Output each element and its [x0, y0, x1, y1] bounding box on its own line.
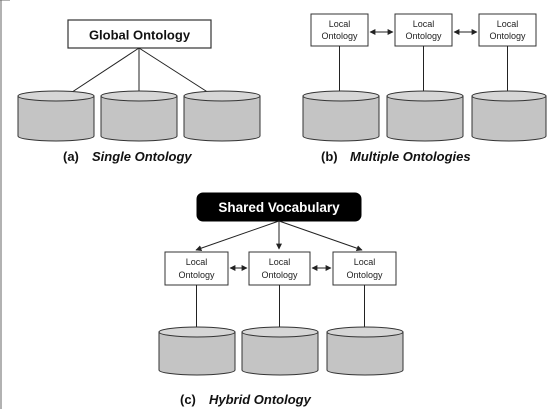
local-ontology-b3: [478, 13, 537, 47]
local-ontology-c1-line1: Local: [186, 257, 208, 267]
database-c1: [158, 326, 236, 376]
local-ontology-b2: [394, 13, 453, 47]
local-ontology-b1-line2: Ontology: [321, 31, 358, 41]
caption-c-title: Hybrid Ontology: [209, 392, 312, 407]
arrow-shared-to-c3: [278, 220, 363, 252]
panel-single-ontology: Global Ontology (a) Single Ontology: [17, 19, 261, 164]
database-top: [302, 90, 380, 102]
local-ontology-b3-line2: Ontology: [489, 31, 526, 41]
local-ontology-b1-line1: Local: [329, 19, 351, 29]
local-ontology-b2-line1: Local: [413, 19, 435, 29]
database-top: [326, 326, 404, 338]
database-b3: [471, 90, 547, 142]
database-a1: [17, 90, 95, 142]
local-ontology-c1: [164, 251, 229, 286]
database-body: [241, 331, 319, 376]
database-body: [386, 95, 464, 142]
caption-c-label: (c): [180, 392, 196, 407]
database-top: [241, 326, 319, 338]
caption-b-label: (b): [321, 149, 338, 164]
local-ontology-c1-line2: Ontology: [178, 270, 215, 280]
database-b2: [386, 90, 464, 142]
database-body: [158, 331, 236, 376]
database-top: [100, 90, 178, 102]
database-body: [183, 95, 261, 142]
local-ontology-c3-line2: Ontology: [346, 270, 383, 280]
local-ontology-c2-line1: Local: [269, 257, 291, 267]
database-body: [326, 331, 404, 376]
local-ontology-b3-line1: Local: [497, 19, 519, 29]
shared-vocabulary-label: Shared Vocabulary: [218, 200, 340, 215]
database-top: [183, 90, 261, 102]
caption-a-title: Single Ontology: [92, 149, 192, 164]
database-top: [471, 90, 547, 102]
database-c3: [326, 326, 404, 376]
database-top: [17, 90, 95, 102]
database-b1: [302, 90, 380, 142]
panel-multiple-ontologies: Local Ontology Local Ontology Local Onto…: [302, 13, 547, 164]
caption-a-label: (a): [63, 149, 79, 164]
database-body: [100, 95, 178, 142]
caption-b-title: Multiple Ontologies: [350, 149, 471, 164]
arrow-shared-to-c1: [195, 220, 280, 252]
database-c2: [241, 326, 319, 376]
database-body: [471, 95, 547, 142]
local-ontology-c2-line2: Ontology: [261, 270, 298, 280]
database-a3: [183, 90, 261, 142]
panel-hybrid-ontology: Shared Vocabulary Local Ontology Local O…: [158, 192, 404, 407]
database-top: [386, 90, 464, 102]
database-a2: [100, 90, 178, 142]
database-top: [158, 326, 236, 338]
database-body: [17, 95, 95, 142]
local-ontology-c3-line1: Local: [354, 257, 376, 267]
database-body: [302, 95, 380, 142]
local-ontology-b2-line2: Ontology: [405, 31, 442, 41]
global-ontology-label: Global Ontology: [89, 28, 191, 43]
local-ontology-c3: [332, 251, 397, 286]
